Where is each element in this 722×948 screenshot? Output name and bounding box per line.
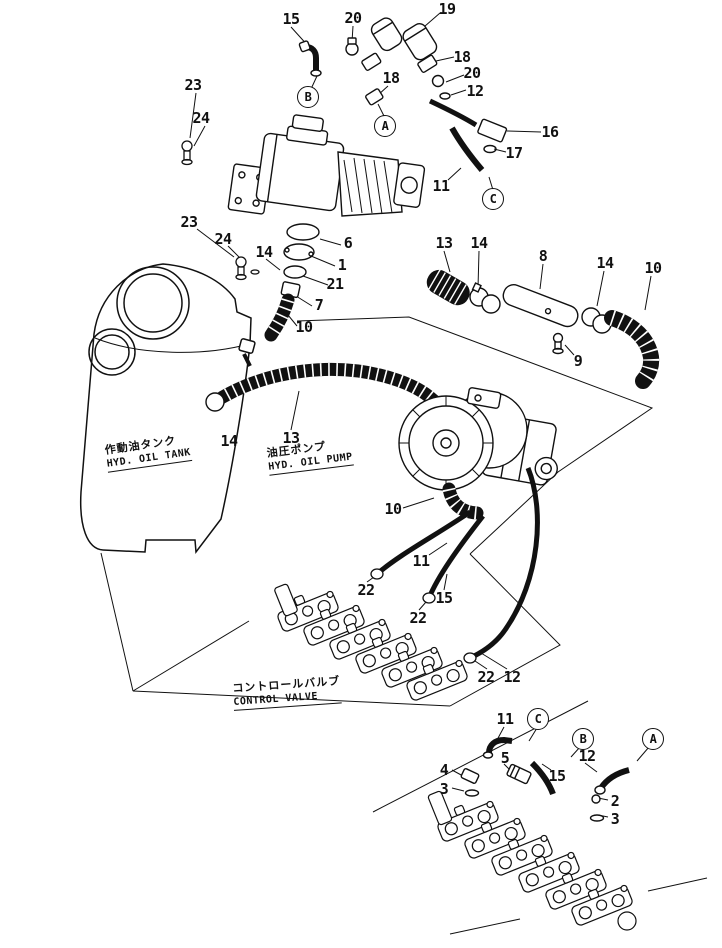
part-number-20: 20: [344, 9, 362, 27]
part-number-2: 2: [610, 792, 620, 810]
part-number-23: 23: [184, 76, 202, 94]
part-number-10: 10: [384, 500, 402, 518]
bolt-set-a: [181, 140, 193, 166]
leader-lines: [189, 12, 652, 818]
part-number-18: 18: [382, 69, 400, 87]
control-valve-lower: [427, 790, 637, 931]
part-number-13: 13: [435, 234, 453, 252]
connector-label-B: B: [572, 728, 594, 750]
part-number-12: 12: [466, 82, 484, 100]
pump-assembly-top: [227, 114, 426, 299]
part-number-24: 24: [214, 230, 232, 248]
part-number-3: 3: [610, 810, 620, 828]
part-number-10: 10: [644, 259, 662, 277]
bottom-fittings: [460, 736, 630, 822]
top-fittings: [298, 17, 508, 172]
hose-elbow-10a: [264, 293, 295, 342]
hose-assembly-right: [426, 269, 660, 389]
connector-label-C: C: [527, 708, 549, 730]
part-number-4: 4: [439, 761, 449, 779]
part-number-17: 17: [505, 144, 523, 162]
part-number-13: 13: [282, 429, 300, 447]
connector-label-A: A: [374, 115, 396, 137]
pump-delivery-hoses: [370, 467, 540, 664]
part-number-22: 22: [409, 609, 427, 627]
connector-label-C: C: [482, 188, 504, 210]
part-number-15: 15: [282, 10, 300, 28]
connector-label-A: A: [642, 728, 664, 750]
part-number-14: 14: [220, 432, 238, 450]
part-number-7: 7: [314, 296, 324, 314]
part-number-19: 19: [438, 0, 456, 18]
connector-label-B: B: [297, 86, 319, 108]
part-number-22: 22: [477, 668, 495, 686]
control-valve-upper: [272, 583, 470, 703]
part-number-18: 18: [453, 48, 471, 66]
bolt-set-b: [235, 256, 260, 281]
part-number-10: 10: [295, 318, 313, 336]
part-number-11: 11: [412, 552, 430, 570]
part-number-5: 5: [500, 749, 510, 767]
hydraulic-oil-tank: [79, 263, 256, 555]
part-number-14: 14: [470, 234, 488, 252]
part-number-12: 12: [578, 747, 596, 765]
part-number-9: 9: [573, 352, 583, 370]
part-number-1: 1: [337, 256, 347, 274]
part-number-3: 3: [439, 780, 449, 798]
part-number-12: 12: [503, 668, 521, 686]
part-number-22: 22: [357, 581, 375, 599]
part-number-24: 24: [192, 109, 210, 127]
part-number-20: 20: [463, 64, 481, 82]
part-number-11: 11: [432, 177, 450, 195]
view-boundary-lines: [100, 316, 708, 935]
part-number-16: 16: [541, 123, 559, 141]
part-number-15: 15: [548, 767, 566, 785]
part-number-23: 23: [180, 213, 198, 231]
part-number-14: 14: [596, 254, 614, 272]
part-number-15: 15: [435, 589, 453, 607]
part-number-21: 21: [326, 275, 344, 293]
part-number-6: 6: [343, 234, 353, 252]
hydraulic-pump: [398, 387, 558, 491]
part-number-11: 11: [496, 710, 514, 728]
part-number-8: 8: [538, 247, 548, 265]
part-number-14: 14: [255, 243, 273, 261]
